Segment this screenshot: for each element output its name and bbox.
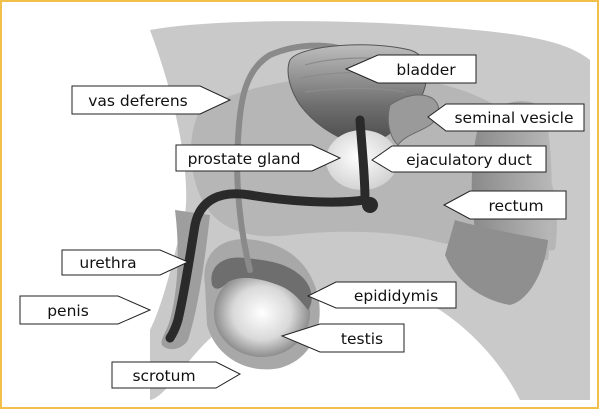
label-penis-text: penis: [47, 302, 89, 320]
label-urethra-text: urethra: [79, 254, 136, 272]
label-vas-deferens: vas deferens: [72, 86, 230, 114]
label-scrotum: scrotum: [112, 362, 240, 388]
label-prostate-gland-text: prostate gland: [188, 150, 301, 168]
label-scrotum-text: scrotum: [132, 367, 195, 385]
label-seminal-vesicle-text: seminal vesicle: [454, 109, 573, 127]
label-epididymis: epididymis: [308, 282, 456, 308]
label-bladder-text: bladder: [396, 61, 456, 79]
label-ejaculatory-duct-text: ejaculatory duct: [406, 151, 532, 169]
label-epididymis-text: epididymis: [354, 287, 438, 305]
label-testis-text: testis: [341, 330, 383, 348]
label-vas-deferens-text: vas deferens: [88, 92, 188, 110]
label-urethra: urethra: [62, 250, 188, 275]
label-ejaculatory-duct: ejaculatory duct: [372, 146, 546, 172]
label-rectum-text: rectum: [488, 197, 543, 215]
label-seminal-vesicle: seminal vesicle: [428, 104, 584, 131]
label-rectum: rectum: [444, 191, 566, 219]
urethra-bulb: [362, 197, 378, 213]
label-prostate-gland: prostate gland: [176, 145, 340, 171]
